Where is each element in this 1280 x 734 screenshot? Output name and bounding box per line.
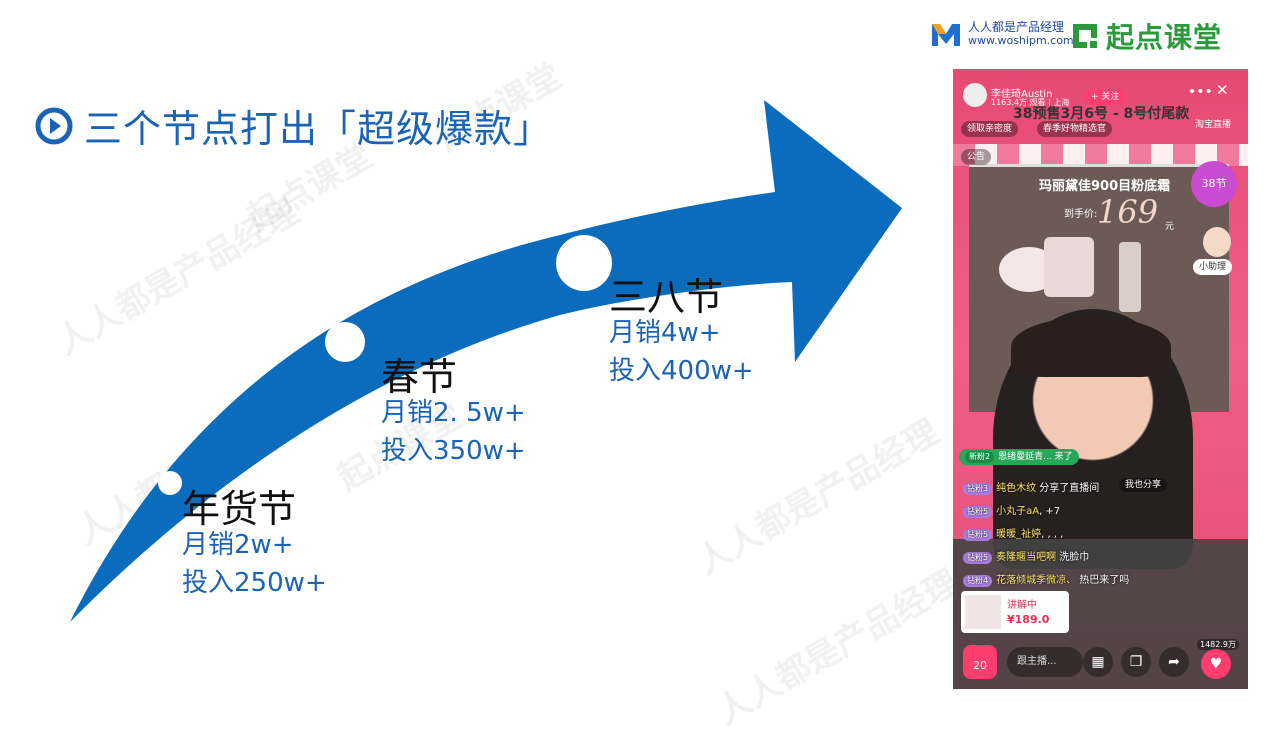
price-unit: 元 xyxy=(1165,222,1175,232)
title-bar: 三个节点打出「超级爆款」 xyxy=(34,98,552,153)
qidian-mark-icon xyxy=(1073,24,1097,48)
close-icon[interactable]: ✕ xyxy=(1216,81,1229,99)
welcome-text: 恩绪曼延青... 来了 xyxy=(998,452,1073,462)
node-sales-3: 月销4w+ xyxy=(609,318,721,348)
curator-tag[interactable]: 春季好物精选官 xyxy=(1037,121,1113,137)
share-icon[interactable]: ➦ xyxy=(1159,647,1189,677)
follow-button[interactable]: + 关注 xyxy=(1085,89,1126,105)
product-price: 169 xyxy=(1097,193,1159,231)
live-headline: 38预售3月6号 - 8号付尾款 xyxy=(1013,106,1190,122)
chat-input[interactable]: 跟主播... xyxy=(1007,647,1083,677)
more-icon[interactable]: ••• xyxy=(1188,84,1213,100)
heart-icon[interactable]: ♥ xyxy=(1201,649,1231,679)
assistant-label[interactable]: 小助理 xyxy=(1193,259,1233,275)
node-name-2: 春节 xyxy=(381,355,458,399)
host-avatar[interactable] xyxy=(963,83,987,107)
host-hair xyxy=(1011,317,1171,377)
product-card[interactable]: 讲解中 ¥189.0 xyxy=(961,591,1069,633)
share-tag[interactable]: 我也分享 xyxy=(1119,478,1168,492)
node-name-1: 年货节 xyxy=(182,487,297,531)
node-name-3: 三八节 xyxy=(609,275,724,319)
host-name: 李佳琦Austin xyxy=(991,89,1053,100)
node-invest-2: 投入350w+ xyxy=(381,436,526,466)
node-sales-2: 月销2. 5w+ xyxy=(381,398,526,428)
taobao-live-label: 淘宝直播 xyxy=(1195,120,1232,130)
cart-button[interactable]: 20 xyxy=(963,645,997,679)
product-thumb xyxy=(965,595,1001,629)
notice-button[interactable]: 公告 xyxy=(961,149,992,165)
node-dot-3 xyxy=(556,235,612,291)
like-count: 1482.9万 xyxy=(1197,639,1239,650)
serum-bottle-image xyxy=(1119,242,1141,312)
awning-stripes xyxy=(953,144,1248,166)
node-dot-2 xyxy=(325,322,365,362)
qidian-name: 起点课堂 xyxy=(1106,21,1223,54)
festival-badge[interactable]: 38节 xyxy=(1191,161,1237,207)
apps-icon[interactable]: ▦ xyxy=(1083,647,1113,677)
woshipm-logo: 人人都是产品经理 www.woshipm.com xyxy=(930,18,1074,50)
welcome-badge: 新粉2 xyxy=(965,451,995,463)
card-price: ¥189.0 xyxy=(1007,613,1050,626)
price-label: 到手价: xyxy=(1064,209,1098,220)
assistant-avatar[interactable] xyxy=(1203,227,1231,257)
woshipm-m-icon xyxy=(932,24,960,46)
livestream-screenshot: 玛丽黛佳900目粉底霜 到手价: 169 元 李佳琦Austin 1163.4万… xyxy=(953,69,1248,689)
host-meta: 1163.4万 观看 | 上海 xyxy=(991,98,1070,107)
page-title: 三个节点打出「超级爆款」 xyxy=(84,107,553,151)
woshipm-url: www.woshipm.com xyxy=(968,34,1074,47)
node-invest-1: 投入250w+ xyxy=(182,568,327,598)
intimacy-tag[interactable]: 领取亲密度 xyxy=(961,121,1019,137)
window-icon[interactable]: ❐ xyxy=(1121,647,1151,677)
product-title: 玛丽黛佳900目粉底霜 xyxy=(1039,179,1171,194)
cream-jar-image xyxy=(1044,237,1094,297)
play-circle-icon xyxy=(35,107,73,144)
node-dot-1 xyxy=(158,471,182,495)
woshipm-name: 人人都是产品经理 xyxy=(968,20,1065,34)
qidian-logo: 起点课堂 xyxy=(1070,16,1222,56)
node-sales-1: 月销2w+ xyxy=(182,530,294,560)
node-invest-3: 投入400w+ xyxy=(609,356,754,386)
explaining-label: 讲解中 xyxy=(1007,600,1037,611)
